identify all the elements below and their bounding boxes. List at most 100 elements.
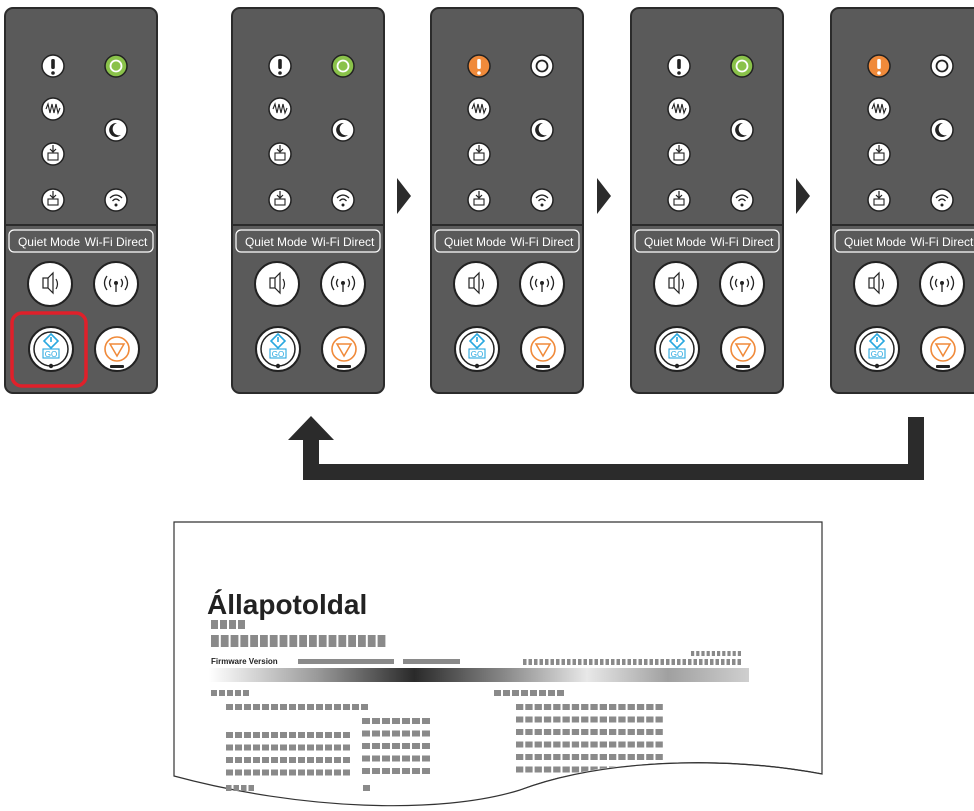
placeholder-text xyxy=(516,741,524,748)
placeholder-text xyxy=(307,757,314,763)
placeholder-text xyxy=(636,741,645,748)
quiet-mode-button[interactable] xyxy=(853,261,899,307)
placeholder-text xyxy=(280,732,287,738)
paper-tray-indicator-icon xyxy=(41,188,65,212)
quiet-mode-button[interactable] xyxy=(453,261,499,307)
placeholder-text xyxy=(377,635,386,647)
next-step-arrow-2 xyxy=(597,178,611,214)
page-curl xyxy=(500,763,822,811)
wifi-direct-button[interactable] xyxy=(519,261,565,307)
wifi-direct-button[interactable] xyxy=(719,261,765,307)
wifi-direct-button[interactable] xyxy=(919,261,965,307)
placeholder-text xyxy=(248,785,254,791)
sleep-indicator-icon xyxy=(104,118,128,142)
go-label: GO xyxy=(471,350,483,359)
go-button[interactable]: GO xyxy=(28,326,74,372)
wifi-direct-label: Wi-Fi Direct xyxy=(85,235,148,249)
placeholder-text xyxy=(599,704,607,710)
placeholder-text xyxy=(262,757,269,763)
placeholder-text xyxy=(715,659,719,665)
placeholder-text xyxy=(220,635,229,647)
placeholder-text xyxy=(382,718,390,724)
placeholder-text xyxy=(392,755,400,762)
placeholder-text xyxy=(599,741,607,748)
placeholder-text xyxy=(253,769,260,776)
placeholder-text xyxy=(655,704,663,710)
placeholder-text xyxy=(298,659,394,664)
placeholder-text xyxy=(238,620,245,629)
placeholder-text xyxy=(328,635,337,647)
stop-button[interactable] xyxy=(720,326,766,372)
mode-label-frame xyxy=(434,229,580,253)
firmware-version-label: Firmware Version xyxy=(211,657,278,666)
placeholder-text xyxy=(362,755,370,762)
placeholder-text xyxy=(571,766,580,773)
placeholder-text xyxy=(372,743,380,749)
placeholder-text xyxy=(253,744,260,751)
wifi-direct-button[interactable] xyxy=(320,261,366,307)
placeholder-text xyxy=(402,768,410,774)
quiet-mode-label: Quiet Mode xyxy=(644,235,706,249)
placeholder-text xyxy=(572,659,576,665)
quiet-mode-label: Quiet Mode xyxy=(18,235,80,249)
placeholder-text xyxy=(644,659,648,665)
go-button[interactable]: GO xyxy=(654,326,700,372)
placeholder-text xyxy=(618,729,626,735)
stop-button[interactable] xyxy=(920,326,966,372)
placeholder-text xyxy=(599,716,607,723)
placeholder-text xyxy=(309,635,317,647)
next-step-arrow-1 xyxy=(397,178,411,214)
placeholder-text xyxy=(590,716,598,723)
placeholder-text xyxy=(534,741,542,748)
placeholder-text xyxy=(362,730,370,737)
placeholder-text xyxy=(646,754,654,760)
mode-label-frame xyxy=(235,229,381,253)
quiet-mode-button[interactable] xyxy=(254,261,300,307)
placeholder-text xyxy=(316,744,323,751)
placeholder-text xyxy=(523,659,527,665)
placeholder-text xyxy=(307,769,314,776)
go-button[interactable]: GO xyxy=(454,326,500,372)
placeholder-text xyxy=(240,635,249,647)
placeholder-text xyxy=(422,730,430,737)
paper-indicator-icon xyxy=(41,142,65,166)
placeholder-text xyxy=(557,690,564,696)
placeholder-text xyxy=(307,744,314,751)
placeholder-text xyxy=(316,769,323,776)
placeholder-text xyxy=(562,754,570,760)
placeholder-text xyxy=(633,659,637,665)
go-icon xyxy=(269,332,287,350)
placeholder-text xyxy=(412,730,420,737)
placeholder-text xyxy=(550,659,554,665)
go-button[interactable]: GO xyxy=(854,326,900,372)
wifi-indicator-icon xyxy=(530,188,554,212)
placeholder-text xyxy=(403,659,460,664)
placeholder-text xyxy=(280,757,287,763)
placeholder-text xyxy=(693,659,697,665)
placeholder-text xyxy=(609,716,617,723)
go-button-highlight xyxy=(10,311,88,388)
wifi-direct-button[interactable] xyxy=(93,261,139,307)
toner-indicator-icon xyxy=(41,97,65,121)
placeholder-text xyxy=(534,729,542,735)
toner-indicator-icon xyxy=(467,97,491,121)
stop-button[interactable] xyxy=(94,326,140,372)
placeholder-text xyxy=(260,635,268,647)
placeholder-text xyxy=(543,704,552,710)
go-button[interactable]: GO xyxy=(255,326,301,372)
stop-button[interactable] xyxy=(520,326,566,372)
placeholder-text xyxy=(525,704,533,710)
quiet-mode-button[interactable] xyxy=(27,261,73,307)
placeholder-text xyxy=(553,741,561,748)
stop-icon xyxy=(331,336,357,362)
wifi-indicator-icon xyxy=(930,188,954,212)
wifi-direct-icon xyxy=(341,281,345,285)
placeholder-text xyxy=(253,704,260,710)
placeholder-text xyxy=(280,769,287,776)
placeholder-text xyxy=(316,757,323,763)
placeholder-text xyxy=(244,769,251,776)
stop-button[interactable] xyxy=(321,326,367,372)
placeholder-text xyxy=(682,659,686,665)
quiet-mode-button[interactable] xyxy=(653,261,699,307)
